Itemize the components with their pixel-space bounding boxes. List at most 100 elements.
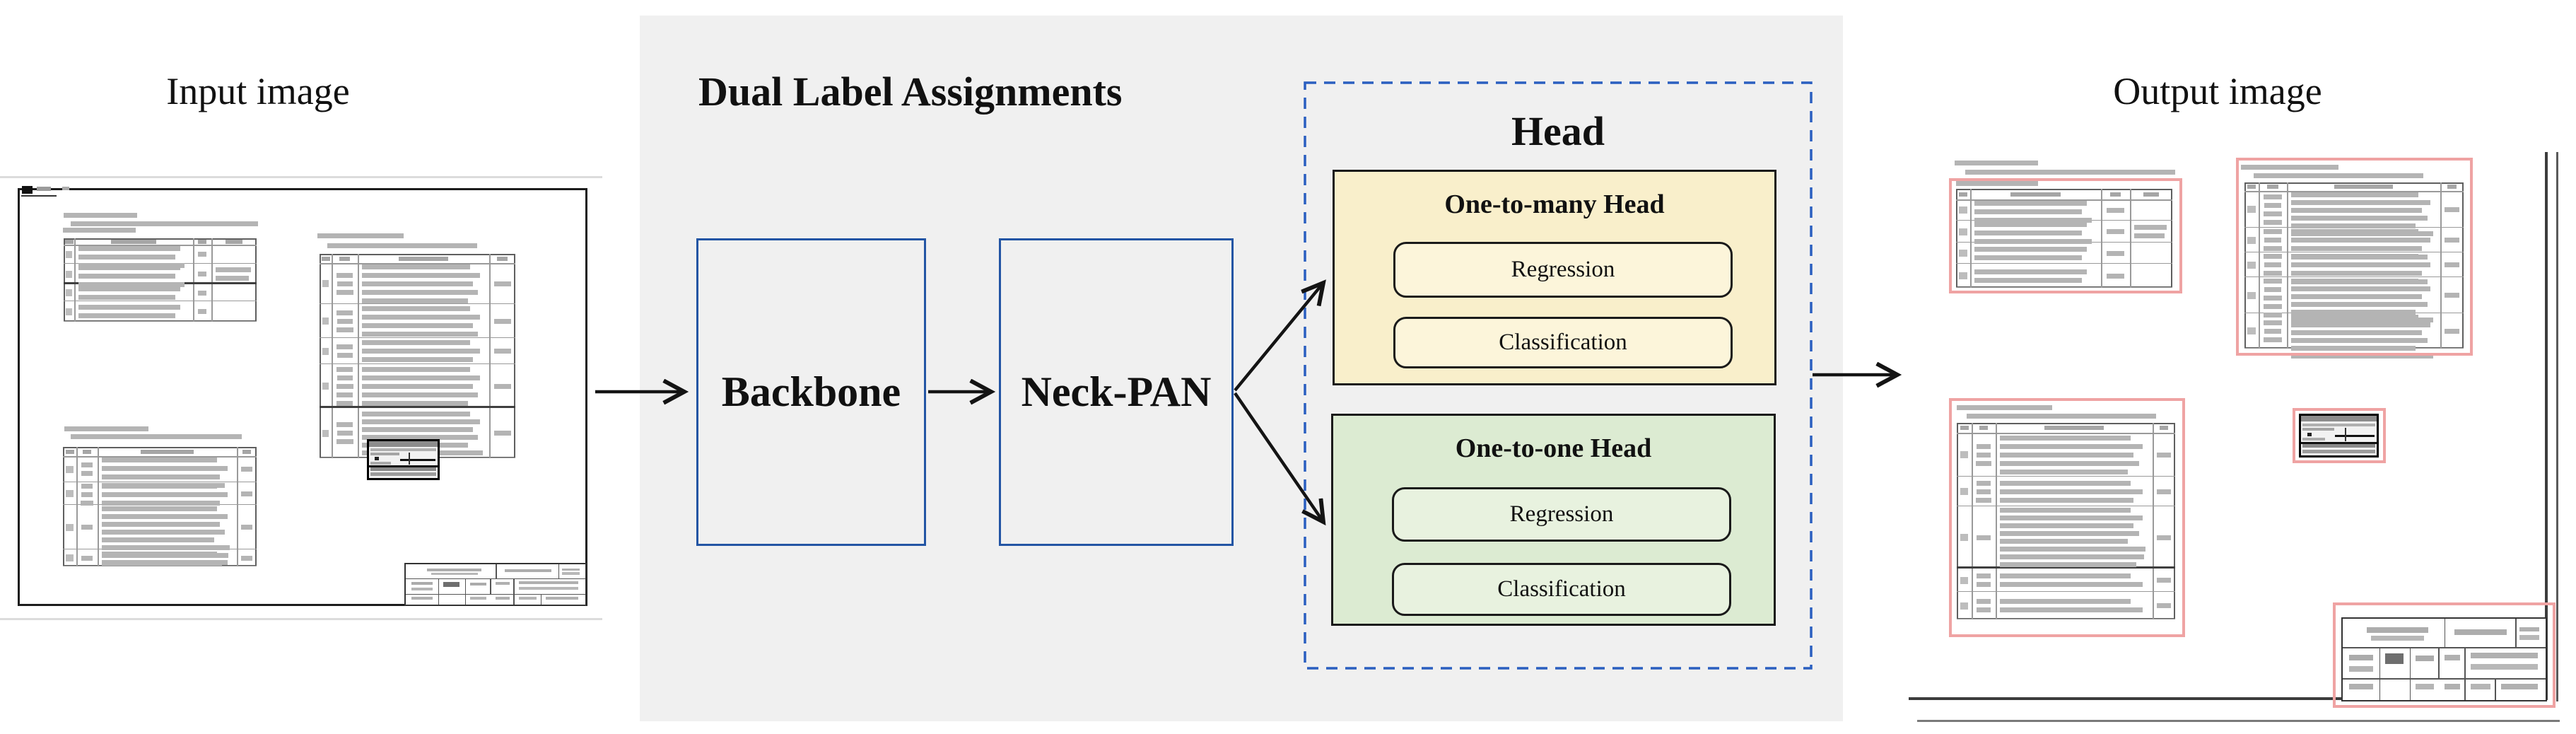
doc-cell-mark [2247, 206, 2256, 213]
detection-box [1949, 398, 2185, 637]
doc-text-line [102, 458, 217, 462]
doc-text-line [102, 466, 228, 471]
doc-text-line [362, 426, 473, 432]
doc-text-line [2263, 211, 2283, 216]
doc-text-line [2445, 293, 2459, 298]
doc-text-line [78, 274, 176, 279]
doc-table-hline [1957, 433, 2175, 434]
doc-text-line [336, 439, 353, 444]
doc-text-line [1974, 239, 2092, 244]
page-edge-line [1917, 720, 2560, 722]
doc-table-hline [64, 245, 257, 246]
doc-text-line [336, 353, 353, 358]
doc-cell-mark [1959, 272, 1967, 279]
doc-text-line [102, 501, 220, 506]
doc-table-vline [2440, 182, 2442, 349]
doc-table-vline [2101, 189, 2102, 288]
one-to-many-classification-label: Classification [1499, 330, 1627, 355]
doc-header-mark [2109, 192, 2121, 197]
doc-text-line [2291, 322, 2430, 327]
doc-text-line [1977, 452, 1991, 458]
doc-text-line [1976, 599, 1991, 604]
doc-text-line [2157, 603, 2171, 608]
doc-text-line [362, 366, 471, 372]
doc-text-line [1967, 414, 2156, 419]
page-edge-line [2556, 152, 2558, 701]
output-image-label: Output image [2113, 70, 2322, 112]
doc-table-vline [74, 238, 76, 322]
doc-text-line [2291, 346, 2416, 351]
doc-header-mark [1960, 426, 1969, 430]
doc-table-vline [489, 254, 491, 458]
doc-table-hline [1957, 566, 2175, 569]
one-to-one-head-title: One-to-one Head [1455, 433, 1652, 463]
doc-text-line [2264, 219, 2282, 225]
doc-header-mark [2267, 185, 2278, 189]
one-to-many-regression-label: Regression [1511, 257, 1615, 282]
doc-text-line [102, 530, 225, 535]
doc-text-line [2291, 354, 2433, 359]
doc-text-line [2291, 254, 2419, 259]
doc-cell-mark [2247, 327, 2256, 334]
doc-cell-mark [322, 429, 329, 437]
doc-text-line [2264, 279, 2282, 284]
doc-text-line [1974, 218, 2092, 223]
doc-text-line [102, 514, 228, 519]
doc-cell-mark [2247, 291, 2256, 299]
one-to-one-regression-box: Regression [1392, 487, 1731, 542]
doc-text-line [362, 383, 473, 389]
doc-cell-mark [1959, 250, 1967, 257]
doc-text-line [1974, 231, 2083, 235]
doc-text-line [64, 426, 148, 431]
one-to-one-regression-label: Regression [1509, 501, 1614, 527]
doc-text-line [362, 400, 468, 406]
doc-text-line [2291, 330, 2422, 335]
doc-text-line [362, 434, 478, 440]
doc-text-line [2106, 273, 2125, 279]
doc-text-line [2263, 313, 2283, 318]
doc-text-line [2263, 337, 2283, 342]
doc-cell-mark [2247, 236, 2256, 244]
doc-text-line [241, 555, 252, 561]
doc-cell-mark [66, 523, 74, 531]
doc-text-line [2000, 435, 2131, 441]
doc-text-line [2106, 207, 2125, 213]
head-section-label: Head [1511, 108, 1605, 154]
doc-text-line [1957, 405, 2052, 410]
doc-title-block [404, 563, 587, 606]
doc-text-line [2134, 225, 2167, 230]
doc-text-line [102, 474, 220, 479]
doc-table-hline [320, 263, 515, 264]
doc-cell-mark [66, 308, 72, 315]
doc-table-hline [2244, 276, 2464, 277]
input-image-label: Input image [166, 70, 350, 112]
doc-text-line [71, 434, 242, 439]
doc-header-mark [65, 449, 74, 454]
doc-text-line [362, 281, 473, 286]
doc-text-line [336, 310, 353, 315]
doc-text-line [78, 286, 180, 291]
one-to-one-classification-box: Classification [1392, 563, 1731, 616]
doc-table-vline [2130, 189, 2131, 288]
doc-text-line [2000, 469, 2128, 474]
doc-table-hline [63, 456, 257, 458]
doc-text-line [362, 322, 473, 328]
doc-table-vline [76, 447, 78, 566]
doc-text-line [2264, 229, 2282, 234]
doc-text-line [336, 281, 353, 286]
doc-text-line [81, 501, 93, 506]
doc-cell-mark [322, 383, 329, 390]
doc-text-line [2263, 246, 2283, 251]
page-shadow-line [0, 176, 602, 178]
doc-logo-text [37, 187, 51, 191]
doc-text-line [2000, 573, 2131, 578]
doc-text-line [362, 357, 473, 362]
doc-text-line [2106, 229, 2125, 234]
doc-header-mark [339, 256, 350, 261]
doc-text-line [197, 272, 207, 276]
doc-text-line [2000, 547, 2145, 552]
doc-table-hline [1956, 199, 2172, 201]
doc-text-line [2000, 515, 2143, 520]
doc-text-line [362, 273, 481, 278]
